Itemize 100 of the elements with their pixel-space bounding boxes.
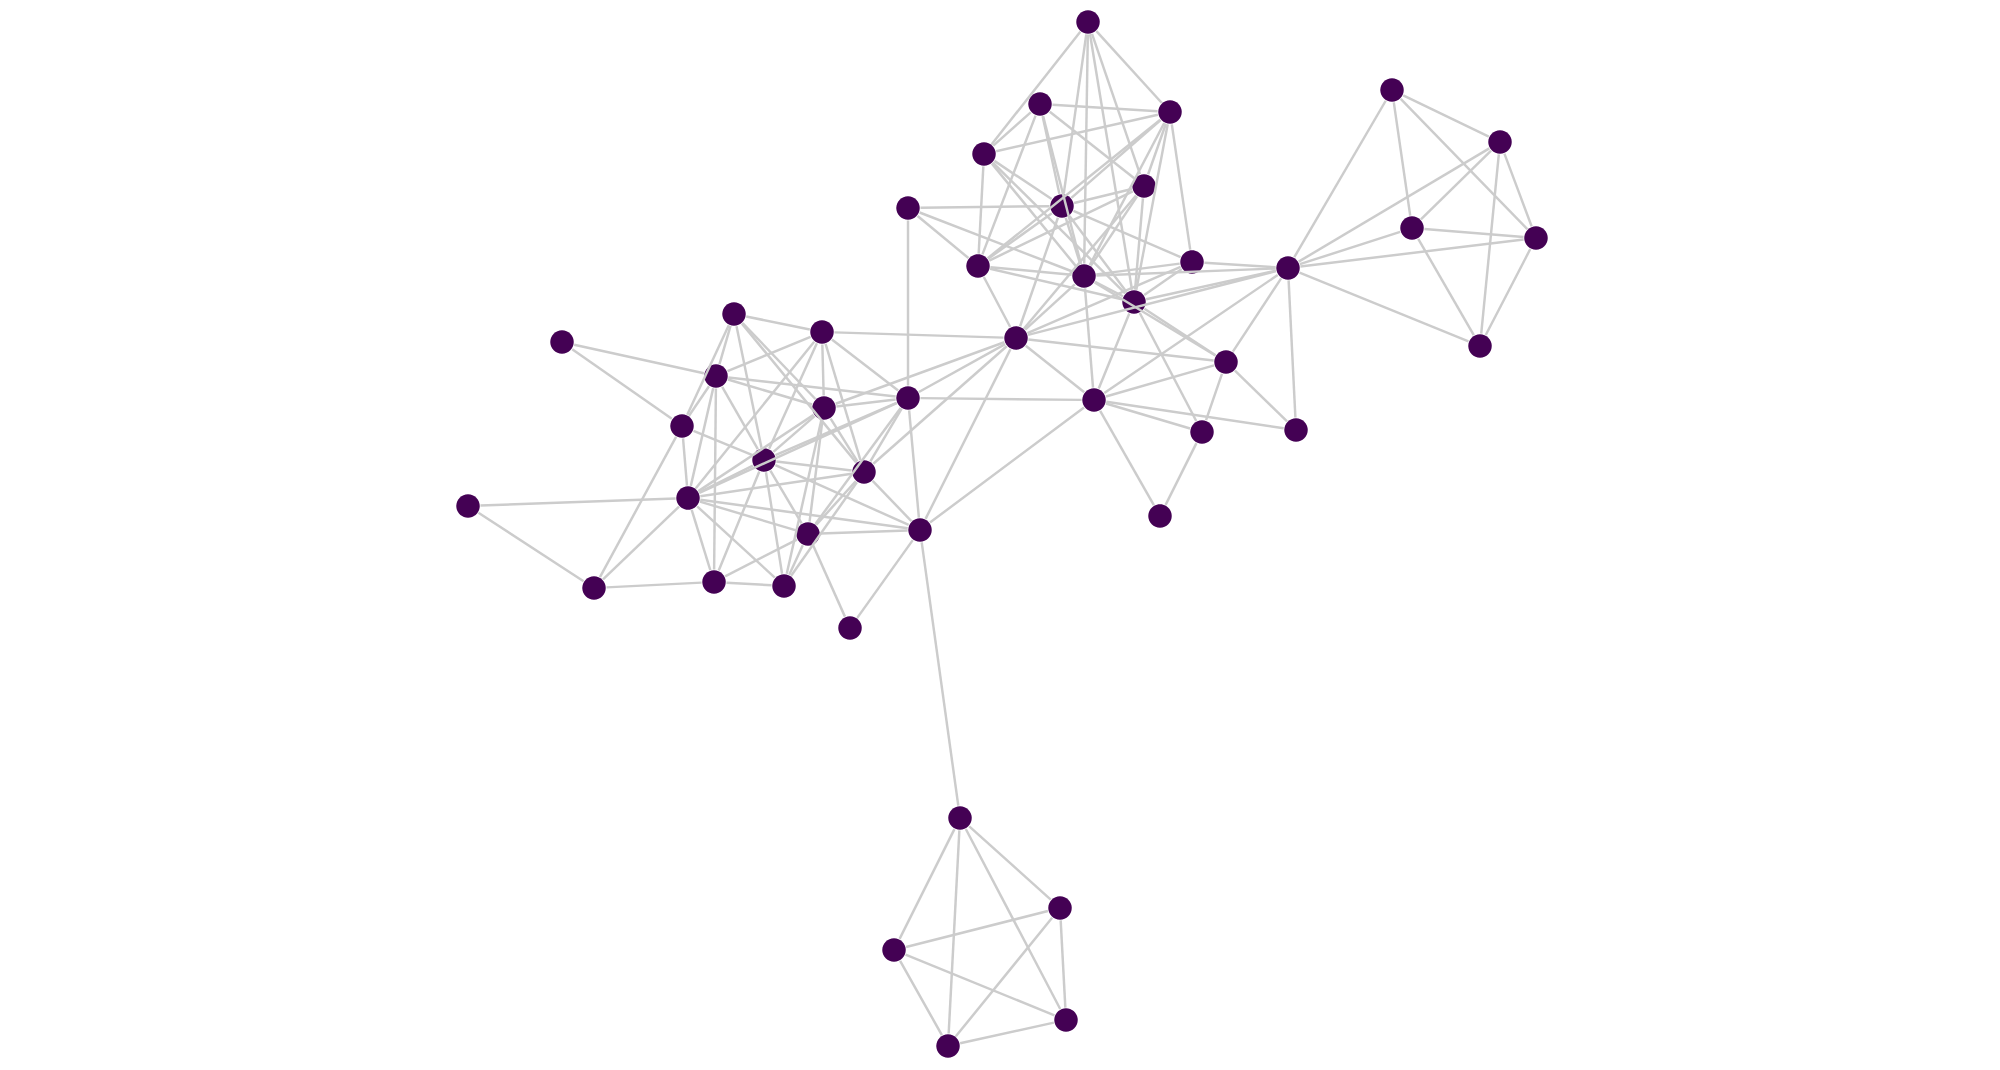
connecting-line xyxy=(918,342,1006,394)
connecting-line xyxy=(815,480,857,526)
connecting-line xyxy=(740,322,858,464)
connecting-line xyxy=(1094,281,1216,357)
connecting-line xyxy=(698,464,754,494)
connecting-line xyxy=(776,460,852,472)
connecting-line xyxy=(1052,103,1158,113)
node-dot xyxy=(972,142,996,166)
node-dot xyxy=(1190,420,1214,444)
connecting-line xyxy=(1096,267,1276,277)
connecting-line xyxy=(769,470,803,524)
node-dot xyxy=(550,330,574,354)
node-dot xyxy=(1048,896,1072,920)
connecting-line xyxy=(480,497,676,507)
connecting-line xyxy=(697,413,815,493)
connecting-line xyxy=(686,324,730,416)
connecting-line xyxy=(1204,373,1224,421)
connecting-line xyxy=(919,211,1073,273)
connecting-line xyxy=(724,538,798,578)
node-dot xyxy=(838,616,862,640)
node-dot xyxy=(582,576,606,600)
node-dot xyxy=(752,448,776,472)
connecting-line xyxy=(1399,98,1529,230)
connecting-line xyxy=(1402,94,1490,138)
node-dot xyxy=(1050,194,1074,218)
connecting-line xyxy=(1068,215,1128,293)
connecting-line xyxy=(1145,269,1277,301)
connecting-line xyxy=(820,529,908,535)
connecting-line xyxy=(981,115,1037,255)
connecting-line xyxy=(1023,194,1137,330)
connecting-line xyxy=(929,406,1085,524)
connecting-line xyxy=(571,348,673,420)
node-dot xyxy=(1148,504,1172,528)
node-dot xyxy=(882,938,906,962)
connecting-line xyxy=(1299,230,1401,266)
connecting-line xyxy=(814,407,902,525)
connecting-line xyxy=(1103,274,1279,394)
connecting-line xyxy=(1300,238,1524,268)
connecting-line xyxy=(1293,100,1387,258)
node-dot xyxy=(936,1034,960,1058)
node-dot xyxy=(796,522,820,546)
node-dot xyxy=(1054,1008,1078,1032)
connecting-line xyxy=(1070,119,1162,199)
connecting-line xyxy=(1298,147,1490,263)
connecting-line xyxy=(718,325,732,365)
node-dot xyxy=(896,386,920,410)
connecting-line xyxy=(871,480,913,522)
connecting-line xyxy=(1026,265,1182,335)
node-dot xyxy=(1284,418,1308,442)
connecting-line xyxy=(916,215,970,259)
connecting-line xyxy=(1028,338,1214,362)
connecting-line xyxy=(920,542,960,806)
connecting-line xyxy=(1049,110,1135,180)
node-dot xyxy=(1158,100,1182,124)
connecting-line xyxy=(1024,283,1076,331)
connecting-line xyxy=(831,338,899,392)
connecting-line xyxy=(728,376,896,398)
connecting-line xyxy=(1073,187,1133,205)
connecting-line xyxy=(1095,30,1163,104)
connecting-line xyxy=(1088,34,1134,290)
connecting-line xyxy=(1424,227,1524,239)
node-dot xyxy=(1180,250,1204,274)
connecting-line xyxy=(872,345,1008,465)
connecting-line xyxy=(993,159,1053,201)
connecting-line xyxy=(1059,920,1067,1008)
connecting-line xyxy=(774,463,910,527)
node-dot xyxy=(896,196,920,220)
connecting-line xyxy=(699,500,797,532)
connecting-line xyxy=(968,825,1052,901)
connecting-line xyxy=(1417,238,1475,336)
connecting-line xyxy=(1170,124,1192,250)
connecting-line xyxy=(1105,364,1215,398)
connecting-line xyxy=(995,113,1159,153)
connecting-line xyxy=(990,265,1072,277)
node-dot xyxy=(676,486,700,510)
connecting-line xyxy=(836,398,896,408)
node-dot xyxy=(1400,216,1424,240)
connecting-line xyxy=(947,830,961,1034)
connecting-line xyxy=(1090,33,1142,175)
node-dot xyxy=(1076,10,1100,34)
connecting-line xyxy=(1204,261,1276,269)
node-dot xyxy=(670,414,694,438)
connecting-line xyxy=(727,378,813,406)
connecting-line xyxy=(606,581,702,589)
connecting-line xyxy=(1133,198,1145,290)
node-dot xyxy=(908,518,932,542)
connecting-line xyxy=(700,472,852,498)
connecting-line xyxy=(741,322,817,400)
connecting-line xyxy=(1234,369,1288,423)
connecting-line xyxy=(808,420,824,522)
node-dot xyxy=(1524,226,1548,250)
node-dot xyxy=(1214,350,1238,374)
connecting-line xyxy=(821,344,825,396)
connecting-line xyxy=(1083,34,1090,264)
connecting-line xyxy=(1094,280,1124,298)
connecting-line xyxy=(1096,262,1180,276)
connecting-line xyxy=(982,276,1012,328)
connecting-line xyxy=(1097,313,1131,389)
connecting-line xyxy=(693,429,753,457)
node-dot xyxy=(456,494,480,518)
